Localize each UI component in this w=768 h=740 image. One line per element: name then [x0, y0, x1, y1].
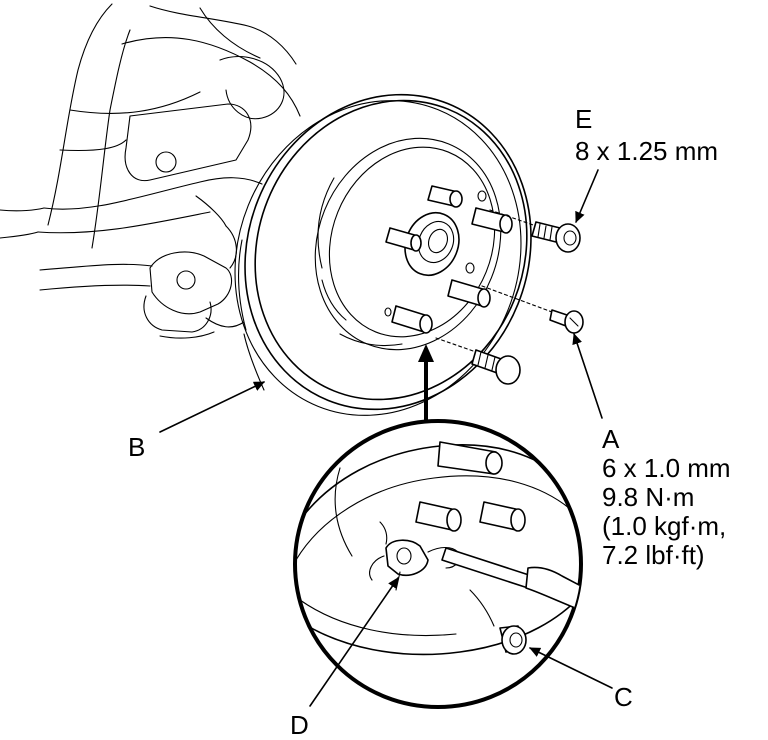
- label-a-size: 6 x 1.0 mm: [602, 453, 731, 483]
- label-a-torque-nm: 9.8 N·m: [602, 482, 694, 512]
- label-d: D: [290, 710, 309, 740]
- wheel-studs: [384, 185, 513, 334]
- detail-inset: [293, 419, 583, 709]
- label-b: B: [128, 432, 145, 462]
- disc-screw-a: [481, 285, 584, 334]
- label-a-torque-lbf: 7.2 lbf·ft): [602, 540, 705, 570]
- label-a-torque-kgf: (1.0 kgf·m,: [602, 511, 726, 541]
- label-a: A: [602, 424, 620, 454]
- disc-bolt-lower: [435, 337, 521, 385]
- leader-e: [575, 169, 599, 223]
- suspension-knuckle: [0, 3, 301, 339]
- disc-bolt-e: [489, 209, 581, 253]
- screw-c: [499, 625, 527, 655]
- label-c: C: [614, 682, 633, 712]
- label-e: E: [575, 104, 592, 134]
- leader-d: [309, 577, 399, 707]
- label-e-size: 8 x 1.25 mm: [575, 136, 718, 166]
- leader-a: [572, 333, 603, 419]
- leader-b: [159, 381, 265, 433]
- leader-c: [529, 647, 613, 689]
